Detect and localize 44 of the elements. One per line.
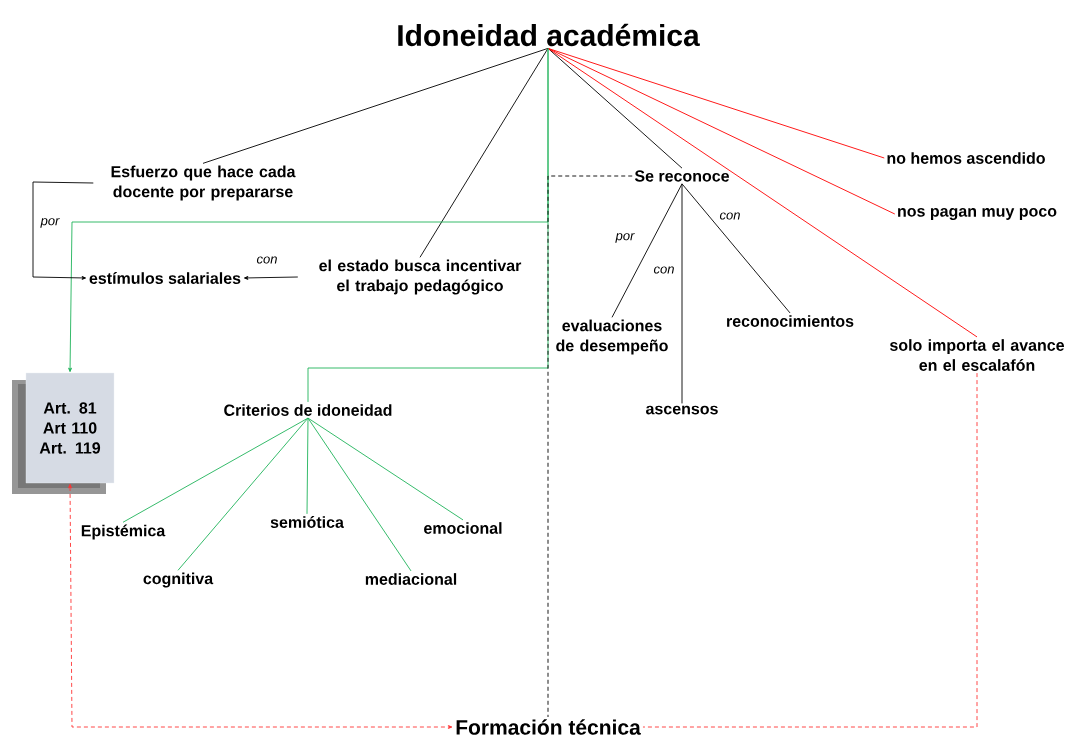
connector — [307, 417, 464, 521]
concept-text: el estado busca incentivar el trabajo pedagógico — [319, 259, 522, 295]
connector — [202, 47, 549, 164]
connector — [547, 47, 885, 159]
connector — [243, 276, 299, 280]
concept-text: no hemos ascendido — [887, 152, 1045, 164]
concept-text: Criterios de idoneidad — [224, 404, 392, 416]
concept-text: cognitiva — [143, 572, 214, 588]
concept-text: Epistémica — [81, 524, 166, 540]
edge-label: con — [652, 265, 676, 275]
edge-label: con — [718, 211, 742, 221]
connector — [547, 47, 683, 169]
article-box: Art. 81 Art 110 Art. 119 — [12, 372, 115, 494]
concept-text: ascensos — [646, 405, 718, 415]
concept-text: mediacional — [365, 573, 457, 585]
connector — [177, 417, 309, 571]
connector — [681, 183, 683, 404]
connector — [419, 47, 549, 258]
connector — [307, 47, 549, 403]
edge-label: con — [255, 255, 279, 265]
concept-text: Esfuerzo que hace cada docente por prepararse — [111, 165, 296, 201]
connector — [547, 47, 896, 215]
concept-text: evaluaciones de desempeño — [556, 319, 668, 355]
edge-label: por — [614, 232, 636, 244]
connector — [122, 417, 309, 523]
connector — [611, 183, 683, 318]
connector — [306, 417, 309, 515]
connector — [307, 417, 412, 572]
concept-title: Idoneidad académica — [398, 23, 700, 47]
concept-text: nos pagan muy poco — [898, 208, 1057, 220]
concept-text: estímulos salariales — [89, 272, 241, 284]
concept-text: emocional — [424, 522, 502, 534]
connector — [547, 175, 633, 718]
connector — [547, 47, 978, 338]
concept-title: Formación técnica — [456, 719, 641, 735]
concept-text: semiótica — [270, 516, 344, 528]
concept-text: solo importa el avance en el escalafón — [890, 339, 1064, 371]
connector — [68, 483, 453, 729]
concept-text: Se reconoce — [634, 170, 729, 182]
connector — [681, 183, 791, 314]
edge-label: por — [39, 217, 61, 229]
connector — [32, 181, 94, 280]
concept-text: reconocimientos — [727, 315, 854, 327]
connector — [642, 372, 978, 728]
